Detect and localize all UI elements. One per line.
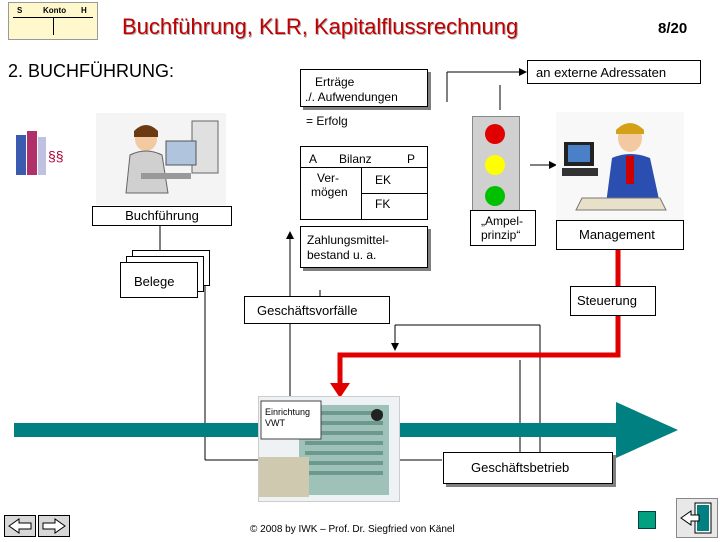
footer-copyright: © 2008 by IWK – Prof. Dr. Siegfried von … [250, 524, 455, 535]
steuerung-label: Steuerung [577, 293, 637, 308]
belege-label: Belege [134, 274, 175, 289]
ertraege-label: Erträge [315, 75, 355, 89]
buchfuehrung-label: Buchführung [125, 208, 199, 223]
prev-slide-button[interactable] [4, 515, 36, 537]
law-books-icon: §§ [12, 125, 66, 177]
ertraege-box: Erträge ./. Aufwendungen [300, 69, 428, 107]
section-title: 2. BUCHFÜHRUNG: [8, 61, 175, 81]
business-arrow-head [616, 402, 678, 458]
svg-text:§§: §§ [48, 148, 64, 164]
logo-h: H [81, 6, 87, 15]
ek-label: EK [375, 173, 392, 187]
geschaeftsbetrieb-box: Geschäftsbetrieb [443, 452, 613, 484]
management-label: Management [579, 227, 655, 242]
bilanz-a: A [309, 152, 318, 166]
arrow-left-icon [8, 518, 32, 534]
externe-adressaten-label: an externe Adressaten [536, 65, 667, 80]
externe-adressaten-box: an externe Adressaten [527, 60, 701, 84]
zahlungsmittel-label-1: Zahlungsmittel- [307, 233, 390, 247]
arrow-right-icon [42, 518, 66, 534]
bilanz-title: Bilanz [339, 152, 372, 166]
zahlungsmittel-label-2: bestand u. a. [307, 248, 377, 262]
geschaeftsvorfaelle-label: Geschäftsvorfälle [257, 303, 358, 318]
building-illustration: Einrichtung VWT [258, 396, 400, 502]
ampel-label-1: „Ampel- [481, 214, 524, 228]
aufwendungen-label: ./. Aufwendungen [305, 90, 398, 104]
buchfuehrung-box: Buchführung [92, 206, 232, 226]
ampel-label-2: prinzip“ [481, 228, 521, 242]
traffic-light [472, 116, 520, 220]
sign-label-1: Einrichtung [265, 407, 311, 417]
belege-stack-front [120, 262, 198, 298]
bilanz-p: P [407, 152, 416, 166]
page-number: 8/20 [658, 20, 688, 37]
vermoegen-label-1: Ver- [317, 171, 340, 185]
exit-button[interactable] [676, 498, 718, 538]
next-slide-button[interactable] [38, 515, 70, 537]
logo-konto: Konto [43, 6, 67, 15]
green-square-button[interactable] [638, 511, 656, 529]
exit-door-icon [680, 502, 712, 534]
page-title: Buchführung, KLR, Kapitalflussrechnung [122, 14, 519, 39]
konto-logo: S Konto H [8, 2, 98, 40]
steuerung-box: Steuerung [570, 286, 656, 316]
green-light [485, 186, 505, 206]
ampel-box: „Ampel- prinzip“ [470, 210, 536, 246]
erfolg-label: = Erfolg [306, 114, 348, 128]
management-box: Management [556, 220, 684, 250]
bilanz-box: A Bilanz P Ver- mögen EK FK [300, 146, 428, 220]
zahlungsmittel-box: Zahlungsmittel- bestand u. a. [300, 226, 428, 268]
sign-label-2: VWT [265, 418, 285, 428]
yellow-light [485, 155, 505, 175]
manager-illustration [556, 112, 684, 222]
logo-s: S [17, 6, 23, 15]
vermoegen-label-2: mögen [311, 185, 348, 199]
clerk-illustration [96, 113, 226, 205]
fk-label: FK [375, 197, 391, 211]
geschaeftsbetrieb-label: Geschäftsbetrieb [471, 460, 570, 475]
steuerung-arrowhead [330, 383, 350, 398]
geschaeftsvorfaelle-box: Geschäftsvorfälle [244, 296, 390, 324]
red-light [485, 124, 505, 144]
